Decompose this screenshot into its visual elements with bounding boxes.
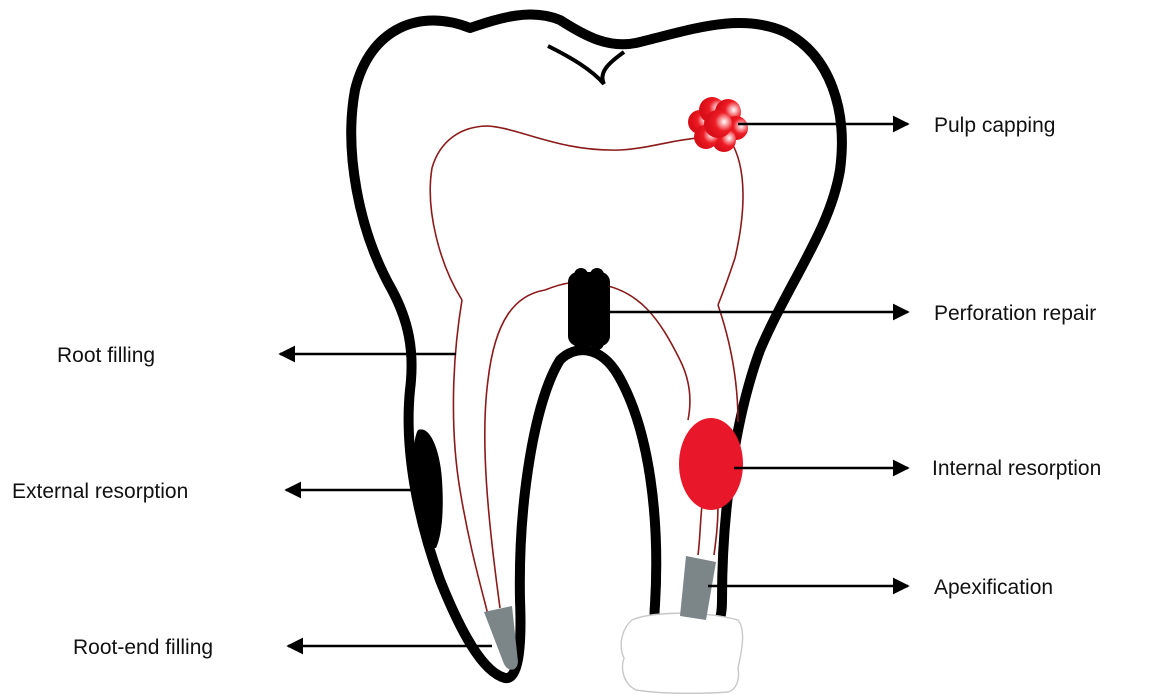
- perforation-repair-material: [568, 268, 610, 350]
- apex-barrier: [621, 613, 742, 693]
- label-apexification: Apexification: [934, 576, 1053, 599]
- internal-resorption-lesion: [679, 418, 743, 510]
- label-root-end-filling: Root-end filling: [73, 636, 213, 659]
- label-pulp-capping: Pulp capping: [934, 114, 1055, 137]
- label-perforation-repair: Perforation repair: [934, 302, 1096, 325]
- label-external-resorption: External resorption: [12, 480, 188, 503]
- label-internal-resorption: Internal resorption: [932, 457, 1101, 480]
- label-root-filling: Root filling: [57, 344, 155, 367]
